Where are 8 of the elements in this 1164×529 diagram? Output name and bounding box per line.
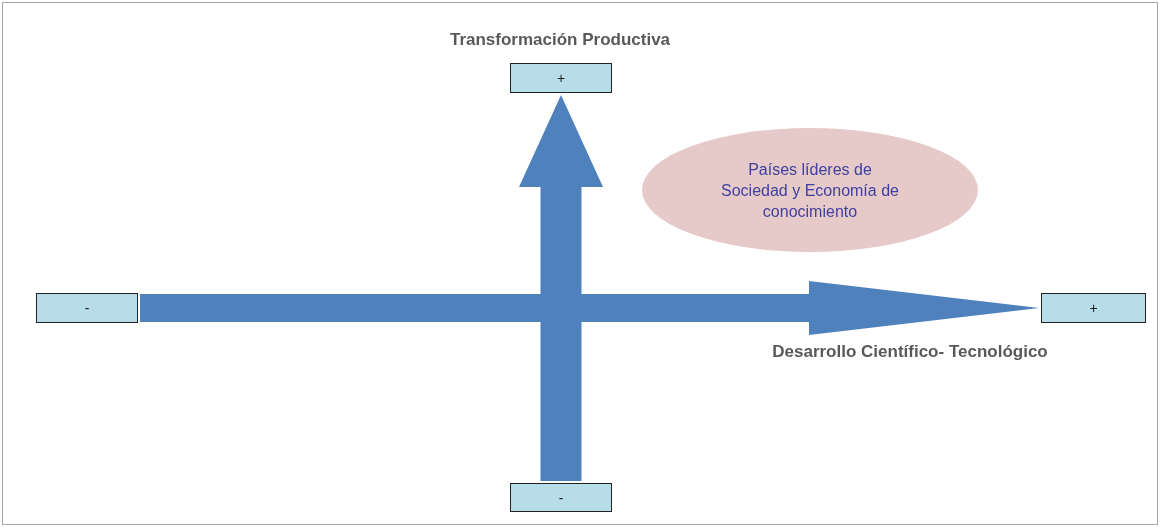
scale-end-box: + (510, 63, 612, 93)
scale-end-box: - (510, 483, 612, 512)
axis-title: Transformación Productiva (448, 30, 672, 50)
axis-title: Desarrollo Científico- Tecnológico (771, 342, 1049, 362)
scale-end-box: + (1041, 293, 1146, 323)
block-arrow (519, 95, 603, 481)
ellipse-text: Países líderes de Sociedad y Economía de conocimiento (720, 159, 900, 222)
scale-end-box: - (36, 293, 138, 323)
